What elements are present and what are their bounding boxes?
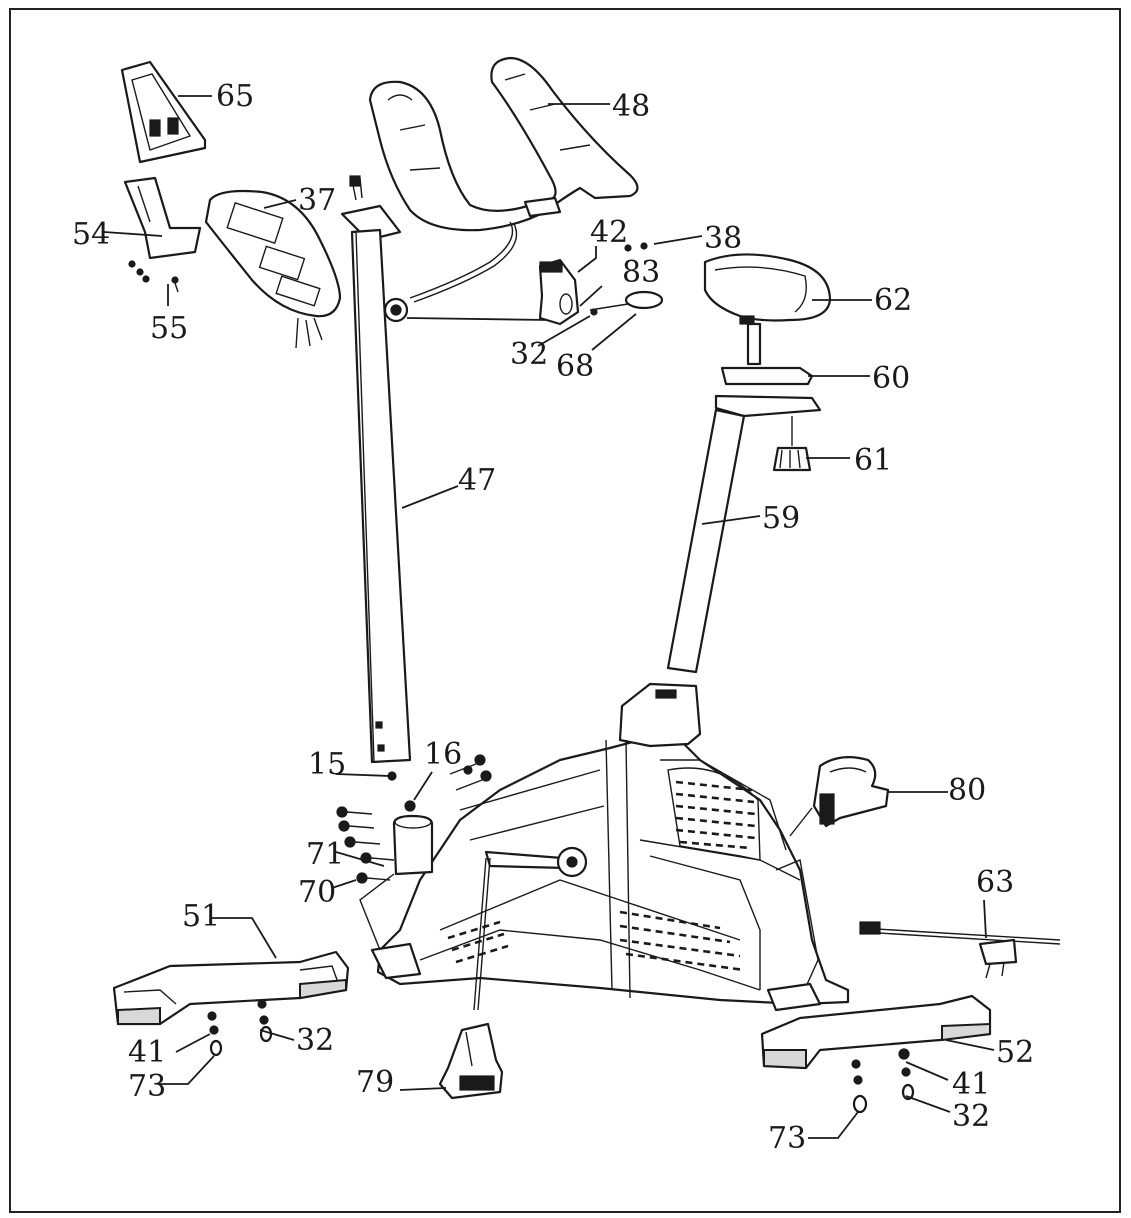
part-48-handlebar <box>368 56 639 303</box>
label-73-right: 73 <box>768 1121 806 1156</box>
label-59: 59 <box>762 501 800 536</box>
leader-lines <box>103 95 995 1139</box>
label-16: 16 <box>424 737 462 772</box>
label-71: 71 <box>306 837 344 872</box>
part-65-console-cover <box>120 60 207 164</box>
label-60: 60 <box>872 361 910 396</box>
part-79-pedal <box>438 1022 504 1100</box>
part-47-front-post <box>350 228 412 764</box>
label-63: 63 <box>976 865 1014 900</box>
post-collar <box>383 297 549 323</box>
part-labels: 65 48 37 54 55 42 38 83 62 32 68 60 61 4… <box>72 79 1034 1156</box>
label-73-left: 73 <box>128 1069 166 1104</box>
label-54: 54 <box>72 217 110 252</box>
part-16-post-base <box>359 800 434 951</box>
label-68: 68 <box>556 349 594 384</box>
label-32-right: 32 <box>952 1099 990 1134</box>
part-52-rear-stabilizer <box>760 994 992 1114</box>
part-62-seat <box>703 253 832 366</box>
label-47: 47 <box>458 463 496 498</box>
part-80-pedal <box>789 755 890 837</box>
label-52: 52 <box>996 1035 1034 1070</box>
part-55-screw <box>171 276 179 293</box>
label-42: 42 <box>590 215 628 250</box>
label-41-left: 41 <box>128 1035 166 1070</box>
label-70: 70 <box>298 875 336 910</box>
part-37-console <box>204 189 342 349</box>
part-63-power-cord <box>859 921 1061 979</box>
part-60-seat-slider <box>720 366 814 386</box>
label-83: 83 <box>622 255 660 290</box>
part-54-bracket <box>123 176 202 283</box>
main-frame <box>370 682 850 1012</box>
diagram-frame <box>9 8 1121 1213</box>
label-48: 48 <box>612 89 650 124</box>
part-61-seat-knob <box>772 416 812 472</box>
label-61: 61 <box>854 443 892 478</box>
label-38: 38 <box>704 221 742 256</box>
label-51: 51 <box>182 899 220 934</box>
label-62: 62 <box>874 283 912 318</box>
label-15: 15 <box>308 747 346 782</box>
part-51-front-stabilizer <box>112 950 350 1057</box>
part-42-clamp <box>538 258 580 326</box>
label-32-upper: 32 <box>510 337 548 372</box>
label-37: 37 <box>298 183 336 218</box>
label-65: 65 <box>216 79 254 114</box>
label-79: 79 <box>356 1065 394 1100</box>
part-38-screws <box>624 242 648 252</box>
part-68-knob <box>589 290 664 316</box>
part-59-seat-post <box>666 394 822 674</box>
label-80: 80 <box>948 773 986 808</box>
label-55: 55 <box>150 311 188 346</box>
upper-bolts <box>449 754 492 791</box>
label-32-left: 32 <box>296 1023 334 1058</box>
part-71-bolts <box>336 806 395 884</box>
label-41-right: 41 <box>952 1067 990 1102</box>
flywheel-cover-mesh <box>667 767 761 861</box>
